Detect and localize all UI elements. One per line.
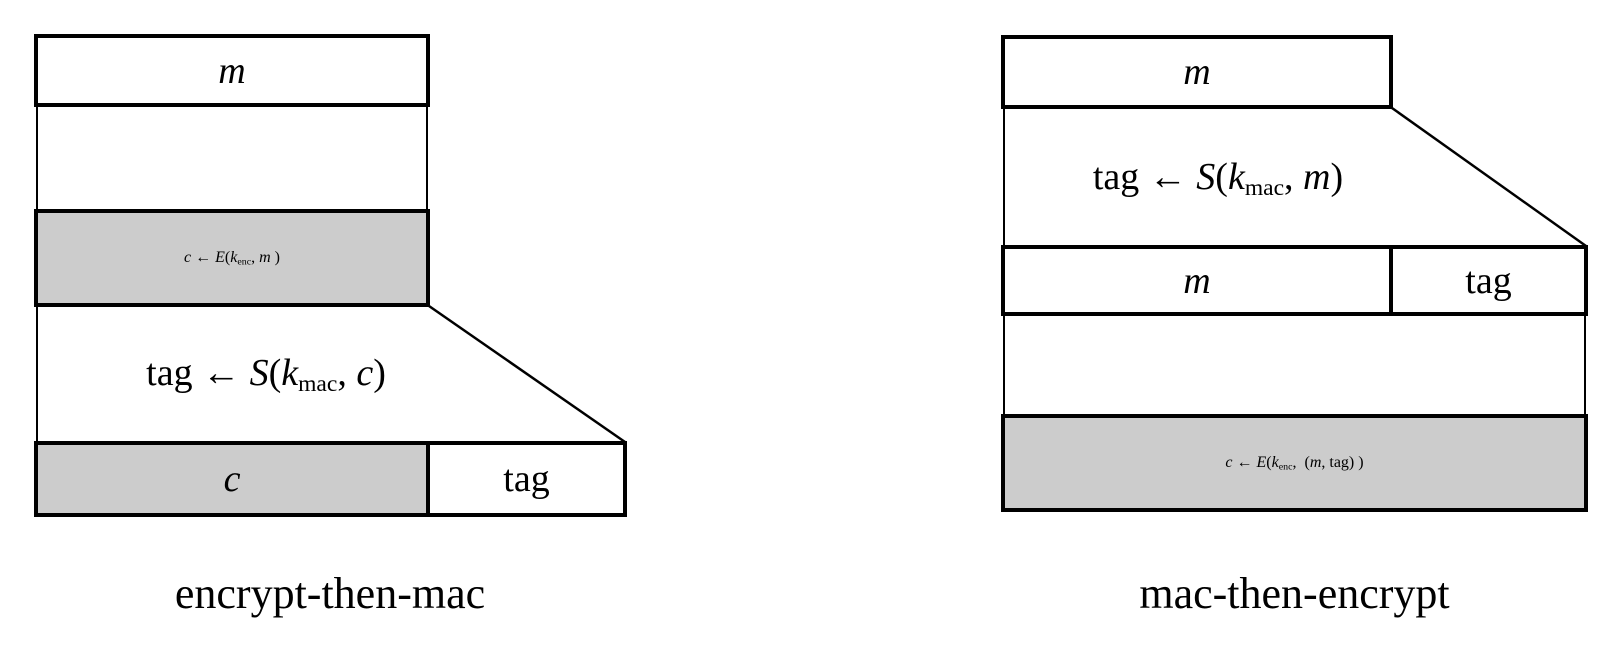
mte-message-label: m [1183,51,1211,93]
formula-segment: ( [268,351,282,394]
etm-ciphertext-cell: c [34,441,430,517]
formula-segment: enc [1278,461,1293,473]
mte-encrypt-box: c ← E(kenc, (m, tag) ) [1001,414,1588,512]
formula-segment: k [1227,155,1245,198]
formula-segment: c [356,351,374,394]
mte-mac-formula: tag ← S(kmac, m) [1093,155,1343,202]
formula-segment: k [281,351,299,394]
formula-segment: ← [191,248,216,266]
etm-ciphertext-label: c [223,458,241,500]
formula-segment: , [337,351,357,394]
etm-tag-cell: tag [426,441,627,517]
formula-segment: ( [1304,453,1310,471]
formula-segment: ( [1215,155,1228,198]
formula-segment: ( [1266,453,1272,471]
formula-segment: c [184,248,192,266]
etm-upper-left-connector-line [36,107,38,209]
formula-segment: k [1271,453,1279,471]
formula-segment: S [249,351,269,394]
mte-message-cell-label: m [1183,259,1211,302]
mte-upper-left-connector-line [1003,109,1005,247]
formula-segment: c [1225,453,1233,471]
formula-segment: m [1303,155,1331,198]
formula-segment: ← [1232,453,1257,471]
etm-mac-formula-region: tag ← S(kmac, c) [36,307,496,441]
etm-message-label: m [218,49,246,92]
formula-segment: ← [1139,155,1197,198]
etm-lower-left-connector-line [36,307,38,441]
formula-segment: ← [192,351,250,394]
formula-segment: , [1284,155,1304,198]
mte-lower-left-connector-line [1003,316,1005,416]
mte-tag-cell: tag [1389,245,1588,316]
formula-segment: ) [1330,155,1344,198]
formula-segment: ) [373,351,386,394]
etm-tag-label: tag [503,458,550,500]
formula-segment: tag [146,351,193,394]
formula-segment: tag [1092,155,1140,198]
mte-message-box: m [1001,35,1393,109]
etm-upper-right-connector-line [426,107,428,209]
etm-message-box: m [34,34,430,107]
formula-segment: mac [1244,174,1285,201]
mte-lower-right-connector-line [1584,316,1586,416]
formula-segment: enc [237,256,252,268]
formula-segment: , tag) ) [1321,453,1364,471]
mte-mac-formula-region: tag ← S(kmac, m) [1003,109,1433,247]
mte-caption: mac-then-encrypt [1139,569,1450,618]
formula-segment: k [230,248,238,266]
formula-segment: , [1292,453,1305,471]
mte-message-cell: m [1001,245,1393,316]
formula-segment: S [1196,155,1216,198]
formula-segment: m [1309,453,1322,471]
formula-segment: E [1256,453,1267,471]
mte-encrypt-formula: c ← E(kenc, (m, tag) ) [1225,454,1363,472]
formula-segment: ( [224,248,231,266]
formula-segment: , [251,248,260,266]
mte-tag-label: tag [1465,259,1512,302]
formula-segment: ) [270,248,280,266]
etm-encrypt-box: c ← E(kenc, m ) [34,209,430,307]
formula-segment: mac [298,370,338,397]
formula-segment: E [215,248,225,266]
formula-segment: m [259,248,271,266]
etm-encrypt-formula: c ← E(kenc, m ) [184,249,280,267]
etm-caption: encrypt-then-mac [174,569,486,618]
etm-mac-formula: tag ← S(kmac, c) [146,351,386,398]
